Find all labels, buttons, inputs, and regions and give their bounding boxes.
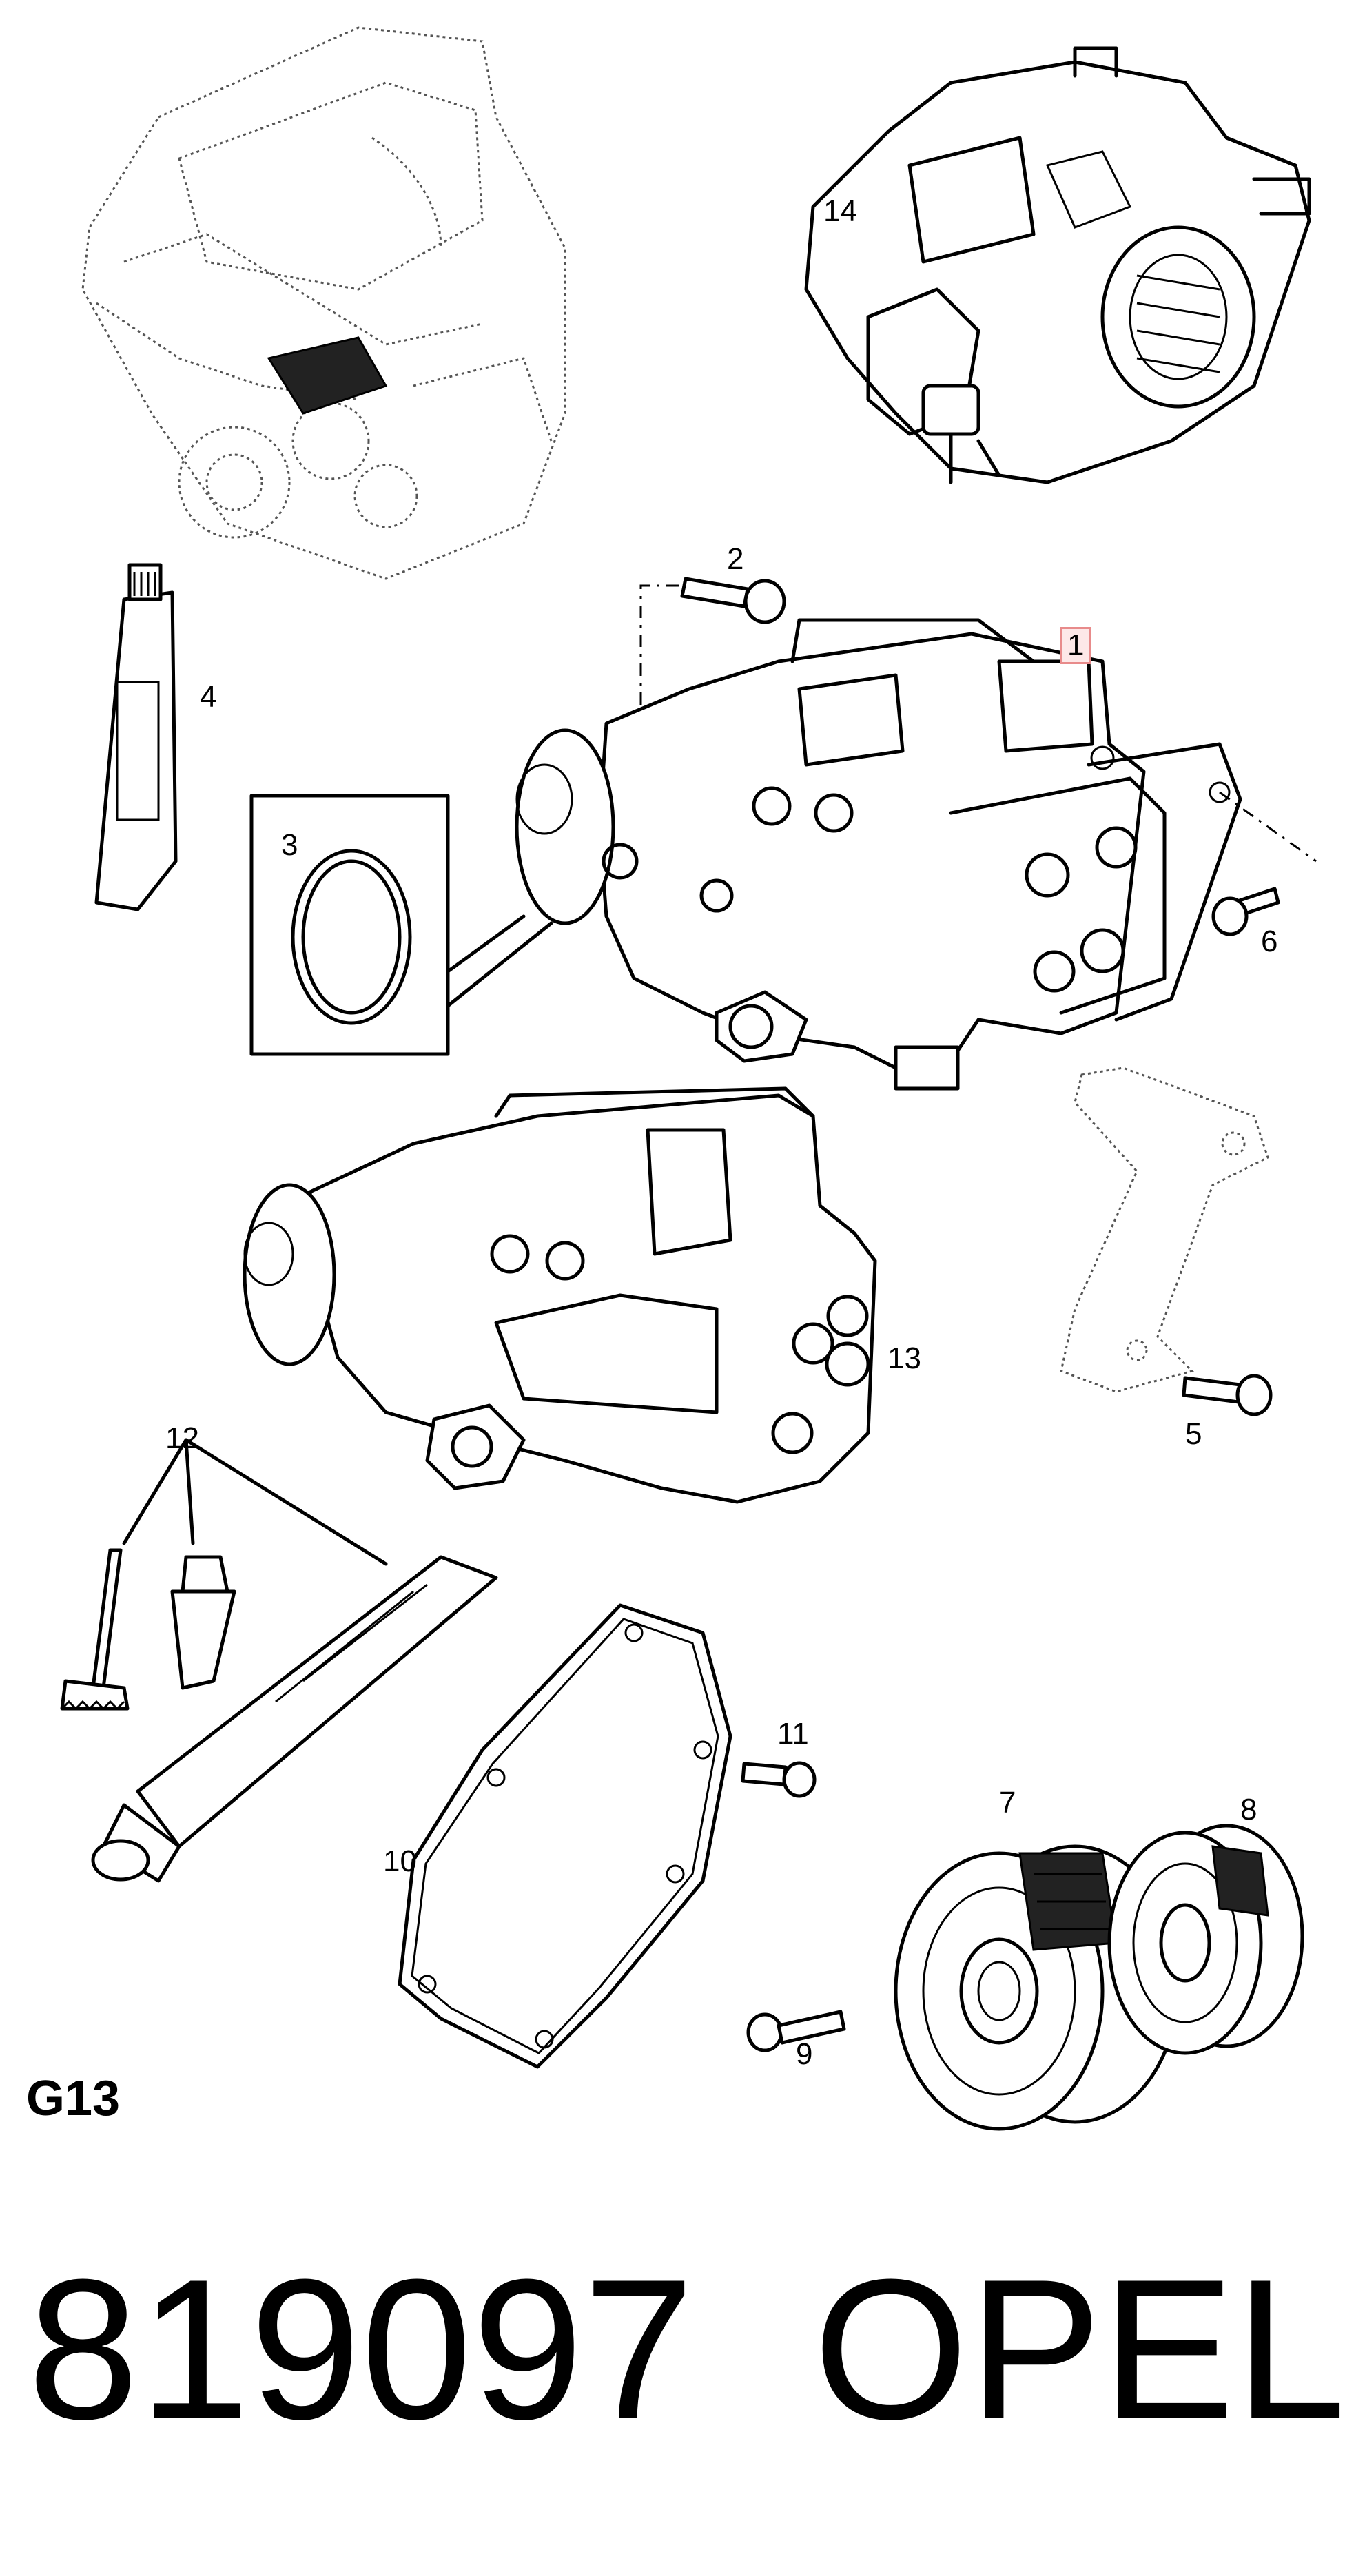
callout-12: 12 — [165, 1421, 199, 1455]
callout-11: 11 — [777, 1717, 809, 1751]
callout-1: 1 — [1060, 627, 1092, 664]
part-number: 819097 — [28, 2238, 695, 2461]
part-12-illustration — [60, 1438, 498, 1883]
engine-overview-illustration — [81, 26, 566, 580]
callout-2: 2 — [727, 542, 744, 576]
callout-10: 10 — [383, 1844, 417, 1878]
callout-9: 9 — [796, 2037, 813, 2071]
part-14-illustration — [804, 46, 1311, 484]
brand-name: OPEL — [813, 2238, 1345, 2461]
callout-7: 7 — [999, 1786, 1016, 1820]
part-9-illustration — [746, 2010, 846, 2052]
callout-13: 13 — [887, 1341, 921, 1375]
part-2-illustration — [639, 577, 786, 785]
part-5-illustration — [1060, 1067, 1273, 1416]
part-1-illustration — [515, 618, 1317, 1091]
section-code: G13 — [26, 2071, 121, 2126]
callout-4: 4 — [200, 680, 217, 714]
callout-14: 14 — [823, 194, 857, 228]
part-4-illustration — [94, 563, 178, 911]
part-11-illustration — [741, 1761, 817, 1798]
part-6-illustration — [1211, 887, 1280, 936]
part-13-illustration — [243, 1086, 877, 1504]
callout-5: 5 — [1185, 1417, 1202, 1451]
callout-6: 6 — [1261, 925, 1278, 958]
part-8-illustration — [1107, 1824, 1304, 2055]
part-3-illustration — [249, 794, 553, 1056]
callout-3: 3 — [281, 828, 298, 862]
callout-8: 8 — [1240, 1793, 1257, 1826]
part-10-illustration — [398, 1603, 732, 2069]
